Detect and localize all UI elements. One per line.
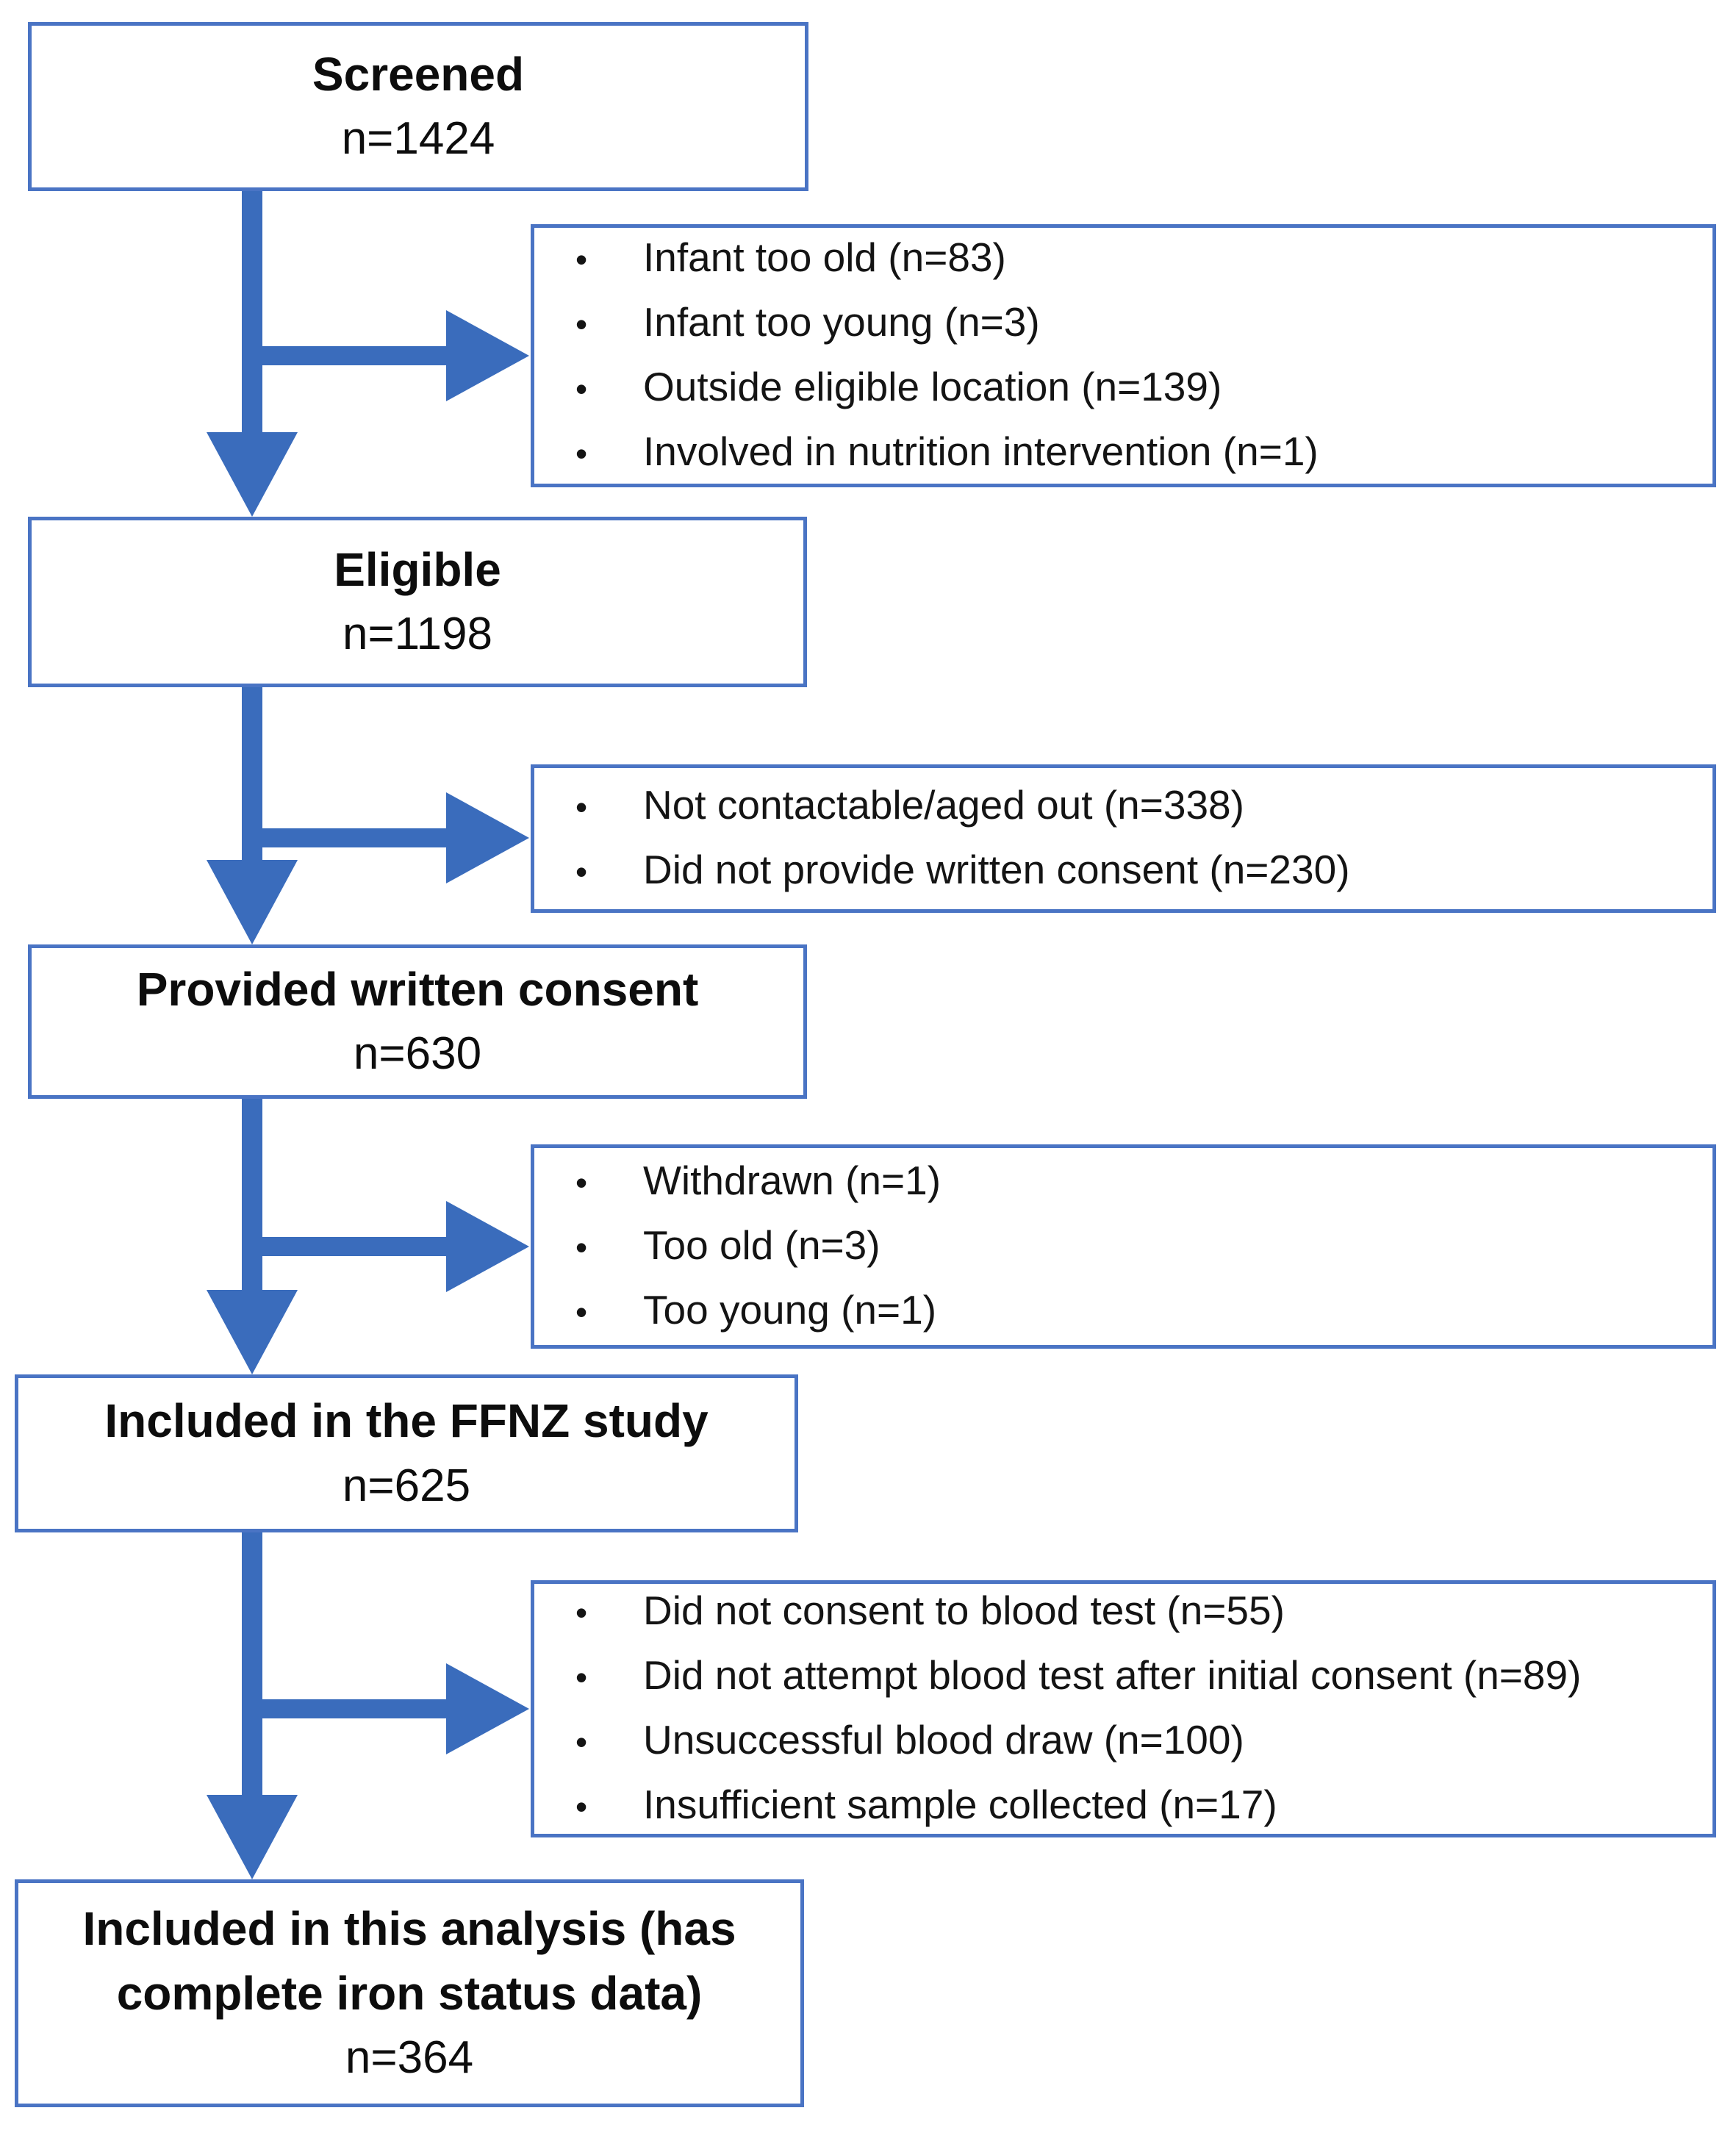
exclusion-item: • Did not attempt blood test after initi… (534, 1644, 1699, 1709)
consent-box: Provided written consent n=630 (28, 944, 807, 1099)
ffnz-study-n: n=625 (342, 1460, 471, 1511)
bullet-dot: • (575, 1593, 588, 1632)
consent-n: n=630 (353, 1028, 482, 1080)
screened-box: Screened n=1424 (28, 22, 808, 191)
branch-bar-3 (262, 1237, 446, 1256)
bullet-dot: • (575, 853, 588, 891)
down-arrowhead-4 (207, 1795, 298, 1879)
exclusion-item: • Too old (n=3) (534, 1214, 1699, 1279)
exclusion-item: • Outside eligible location (n=139) (534, 356, 1699, 420)
exclusion-text: Too old (n=3) (643, 1222, 880, 1268)
screening-exclusions-box: • Infant too old (n=83) • Infant too you… (531, 224, 1716, 487)
exclusion-item: • Did not provide written consent (n=230… (534, 839, 1699, 903)
bullet-dot: • (575, 1228, 588, 1266)
exclusion-text: Unsuccessful blood draw (n=100) (643, 1717, 1244, 1763)
arrow-stem-3 (242, 1097, 262, 1296)
arrow-stem-1 (242, 190, 262, 438)
down-arrowhead-1 (207, 432, 298, 517)
eligible-title: Eligible (334, 542, 501, 596)
arrow-stem-2 (242, 686, 262, 866)
bullet-dot: • (575, 1658, 588, 1696)
exclusion-text: Insufficient sample collected (n=17) (643, 1782, 1277, 1827)
analysis-title: Included in this analysis (has complete … (82, 1901, 736, 2020)
bullet-dot: • (575, 370, 588, 408)
bullet-dot: • (575, 788, 588, 826)
branch-bar-2 (262, 828, 446, 847)
exclusion-item: • Infant too old (n=83) (534, 226, 1699, 291)
exclusion-text: Too young (n=1) (643, 1287, 937, 1333)
bullet-dot: • (575, 1163, 588, 1202)
exclusion-text: Outside eligible location (n=139) (643, 364, 1222, 409)
exclusion-item: • Not contactable/aged out (n=338) (534, 774, 1699, 839)
study-exclusions-box: • Withdrawn (n=1) • Too old (n=3) • Too … (531, 1144, 1716, 1349)
right-arrowhead-3 (446, 1201, 529, 1292)
right-arrowhead-2 (446, 792, 529, 883)
eligible-n: n=1198 (342, 609, 492, 660)
exclusion-item: • Did not consent to blood test (n=55) (534, 1579, 1699, 1644)
bullet-dot: • (575, 305, 588, 343)
exclusion-text: Infant too old (n=83) (643, 234, 1006, 280)
ffnz-study-title: Included in the FFNZ study (104, 1394, 709, 1448)
exclusion-text: Involved in nutrition intervention (n=1) (643, 428, 1319, 474)
exclusion-text: Did not provide written consent (n=230) (643, 847, 1350, 892)
exclusion-text: Withdrawn (n=1) (643, 1158, 941, 1203)
bullet-dot: • (575, 1787, 588, 1826)
exclusion-text: Not contactable/aged out (n=338) (643, 782, 1244, 828)
arrow-stem-4 (242, 1531, 262, 1801)
right-arrowhead-4 (446, 1663, 529, 1754)
exclusion-item: • Too young (n=1) (534, 1279, 1699, 1344)
exclusion-item: • Unsuccessful blood draw (n=100) (534, 1709, 1699, 1774)
bullet-dot: • (575, 240, 588, 279)
screened-title: Screened (312, 47, 525, 101)
analysis-box: Included in this analysis (has complete … (15, 1879, 804, 2107)
exclusion-text: Did not attempt blood test after initial… (643, 1652, 1582, 1698)
screened-n: n=1424 (341, 113, 495, 165)
branch-bar-1 (262, 346, 446, 365)
branch-bar-4 (262, 1699, 446, 1718)
blood-test-exclusions-box: • Did not consent to blood test (n=55) •… (531, 1580, 1716, 1837)
bullet-dot: • (575, 434, 588, 473)
contact-exclusions-box: • Not contactable/aged out (n=338) • Did… (531, 764, 1716, 913)
exclusion-text: Infant too young (n=3) (643, 299, 1040, 345)
exclusion-item: • Involved in nutrition intervention (n=… (534, 420, 1699, 485)
analysis-n: n=364 (345, 2032, 474, 2084)
ffnz-study-box: Included in the FFNZ study n=625 (15, 1374, 798, 1532)
down-arrowhead-3 (207, 1290, 298, 1374)
eligible-box: Eligible n=1198 (28, 517, 807, 687)
exclusion-item: • Insufficient sample collected (n=17) (534, 1774, 1699, 1838)
right-arrowhead-1 (446, 310, 529, 401)
exclusion-text: Did not consent to blood test (n=55) (643, 1588, 1285, 1633)
exclusion-item: • Infant too young (n=3) (534, 291, 1699, 356)
down-arrowhead-2 (207, 860, 298, 944)
exclusion-item: • Withdrawn (n=1) (534, 1150, 1699, 1214)
consent-title: Provided written consent (136, 962, 699, 1016)
bullet-dot: • (575, 1293, 588, 1331)
bullet-dot: • (575, 1723, 588, 1761)
